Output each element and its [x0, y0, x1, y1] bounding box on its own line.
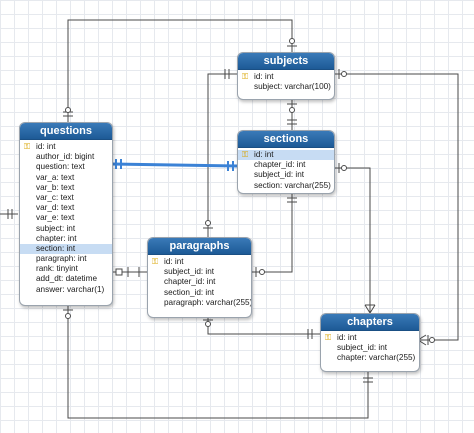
field-label: var_e: text	[36, 213, 75, 223]
key-icon: ⚿	[325, 333, 332, 342]
field-label: paragraph: int	[36, 254, 87, 264]
rel-questions-subjects	[67, 19, 293, 122]
field-row[interactable]: author_id: bigint	[20, 152, 112, 162]
entity-title: subjects	[238, 53, 334, 70]
rel-paragraphs-chapters	[207, 316, 320, 335]
field-label: add_dt: datetime	[36, 274, 97, 284]
field-row[interactable]: chapter_id: int	[148, 277, 251, 287]
entity-title: chapters	[321, 314, 419, 331]
field-row[interactable]: subject: int	[20, 224, 112, 234]
rel-paragraphs-subjects	[207, 73, 237, 237]
field-row[interactable]: subject_id: int	[148, 267, 251, 277]
field-label: chapter: varchar(255)	[337, 353, 416, 363]
field-label: paragraph: varchar(255)	[164, 297, 252, 307]
field-label: var_a: text	[36, 172, 75, 182]
rel-paragraphs-sections	[250, 192, 293, 273]
field-label: subject_id: int	[337, 343, 388, 353]
field-label: rank: tinyint	[36, 264, 78, 274]
field-label: id: int	[36, 142, 56, 151]
field-label: chapter: int	[36, 233, 77, 243]
field-row[interactable]: question: text	[20, 162, 112, 172]
key-icon: ⚿	[242, 150, 249, 159]
field-row[interactable]: subject_id: int	[238, 170, 334, 180]
entity-title: sections	[238, 131, 334, 148]
field-label: subject: varchar(100)	[254, 82, 331, 92]
rel-subjects-chapters	[333, 73, 459, 341]
entity-title: paragraphs	[148, 238, 251, 255]
key-icon: ⚿	[242, 72, 249, 81]
field-label: id: int	[337, 333, 357, 342]
rel-sections-chapters	[333, 167, 371, 313]
field-row[interactable]: var_c: text	[20, 193, 112, 203]
field-row[interactable]: subject: varchar(100)	[238, 82, 334, 92]
primary-key-field[interactable]: ⚿ id: int	[238, 72, 334, 82]
primary-key-field[interactable]: ⚿ id: int	[20, 142, 112, 152]
field-row[interactable]: paragraph: int	[20, 254, 112, 264]
field-label: chapter_id: int	[164, 277, 216, 287]
field-row[interactable]: var_e: text	[20, 213, 112, 223]
field-row[interactable]: section: varchar(255)	[238, 181, 334, 191]
field-row[interactable]: add_dt: datetime	[20, 274, 112, 284]
field-label: answer: varchar(1)	[36, 284, 105, 294]
field-label: author_id: bigint	[36, 152, 95, 162]
key-icon: ⚿	[152, 257, 159, 266]
field-row[interactable]: answer: varchar(1)	[20, 285, 112, 295]
field-label: chapter_id: int	[254, 160, 306, 170]
field-label: subject: int	[36, 223, 76, 233]
field-row[interactable]: section_id: int	[148, 288, 251, 298]
field-label: subject_id: int	[164, 267, 215, 277]
field-label: section_id: int	[164, 287, 215, 297]
field-label: section: int	[36, 243, 76, 253]
field-label: section: varchar(255)	[254, 180, 331, 190]
key-icon: ⚿	[24, 142, 31, 151]
field-label: subject_id: int	[254, 170, 305, 180]
field-row[interactable]: rank: tinyint	[20, 264, 112, 274]
field-row[interactable]: var_b: text	[20, 183, 112, 193]
primary-key-field[interactable]: ⚿ id: int	[238, 150, 334, 161]
field-row[interactable]: chapter: int	[20, 234, 112, 244]
field-row[interactable]: var_a: text	[20, 173, 112, 183]
field-row[interactable]: chapter_id: int	[238, 160, 334, 170]
selected-relationship	[110, 159, 238, 171]
field-label: id: int	[164, 257, 184, 266]
primary-key-field[interactable]: ⚿ id: int	[321, 333, 419, 343]
rel-questions-chapters	[67, 304, 369, 419]
field-row[interactable]: section: int	[20, 243, 112, 255]
field-label: var_d: text	[36, 203, 75, 213]
field-row[interactable]: var_d: text	[20, 203, 112, 213]
field-row[interactable]: chapter: varchar(255)	[321, 353, 419, 363]
field-row[interactable]: subject_id: int	[321, 343, 419, 353]
primary-key-field[interactable]: ⚿ id: int	[148, 257, 251, 267]
field-label: question: text	[36, 162, 85, 172]
field-label: id: int	[254, 150, 274, 159]
field-label: id: int	[254, 72, 274, 81]
field-label: var_b: text	[36, 182, 75, 192]
field-row[interactable]: paragraph: varchar(255)	[148, 298, 251, 308]
entity-title: questions	[20, 123, 112, 140]
field-label: var_c: text	[36, 192, 74, 202]
